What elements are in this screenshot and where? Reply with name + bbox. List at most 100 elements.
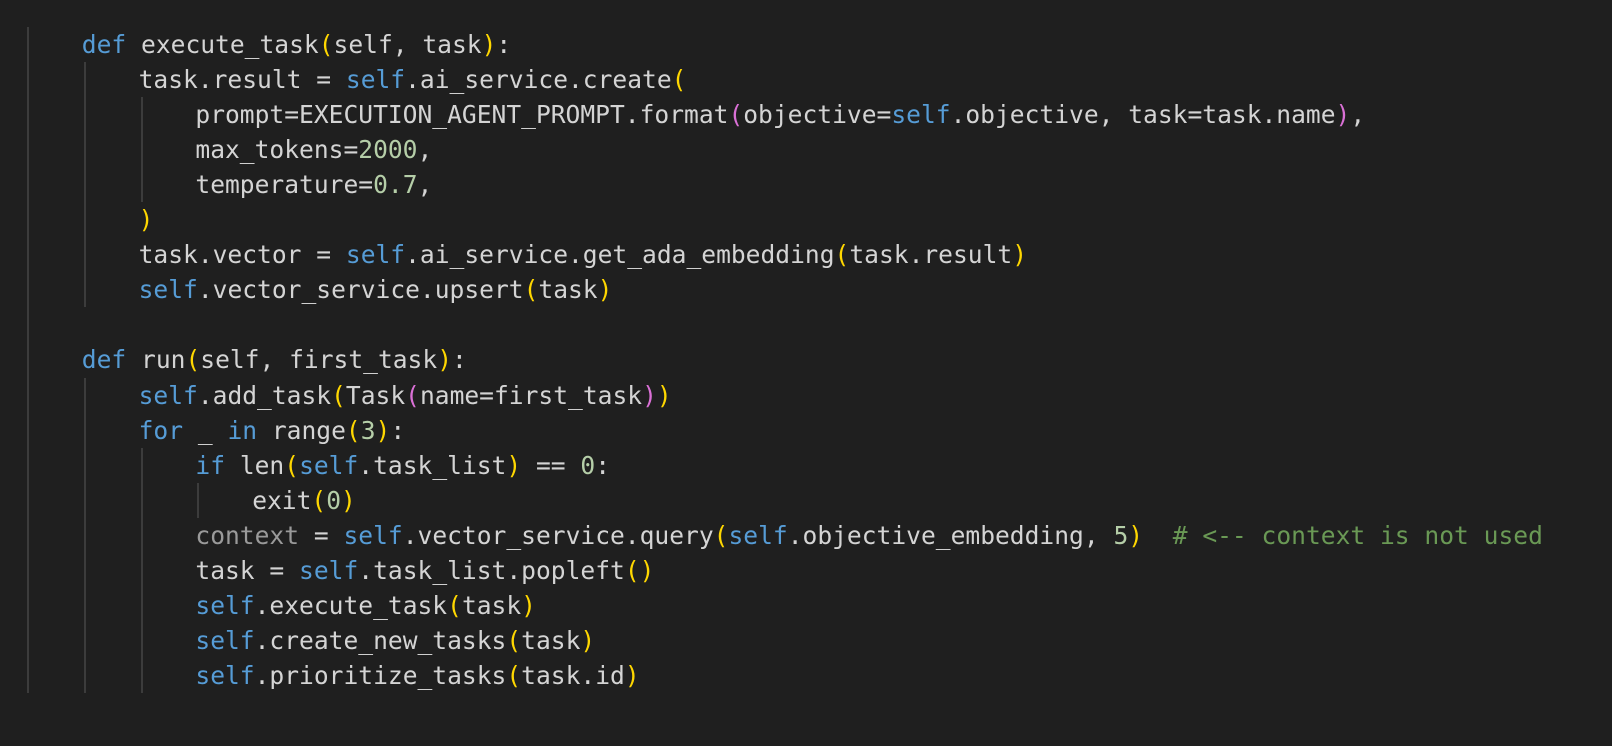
indent-guide xyxy=(140,97,143,203)
code-token: ) xyxy=(597,275,613,305)
code-token: task xyxy=(538,275,598,305)
code-token: ( xyxy=(345,415,361,445)
code-token: def xyxy=(81,345,127,375)
code-token: task.vector = xyxy=(138,240,346,270)
code-token: ) xyxy=(375,415,391,445)
code-token: ( xyxy=(311,485,327,515)
indent-guide xyxy=(27,27,29,693)
code-token: .ai_service.create xyxy=(405,65,672,95)
code-token: ) xyxy=(1335,100,1351,130)
code-token: temperature= xyxy=(195,170,374,200)
code-token: self, first_task xyxy=(200,345,438,375)
code-token: name=first_task xyxy=(419,380,643,410)
code-token: self xyxy=(343,520,403,550)
code-token: .ai_service.get_ada_embedding xyxy=(405,240,835,270)
code-token: ( xyxy=(405,380,420,410)
code-token: .task_list xyxy=(358,450,507,480)
indent-guide xyxy=(197,482,200,518)
code-token: prompt=EXECUTION_AGENT_PROMPT.format xyxy=(195,100,729,130)
code-token: .execute_task xyxy=(254,590,448,620)
code-token: self xyxy=(345,240,406,270)
code-token: 0.7 xyxy=(373,170,418,200)
code-token: ) xyxy=(341,485,356,515)
code-token: .objective_embedding, xyxy=(787,520,1114,550)
code-token: , xyxy=(417,170,433,200)
code-token: self xyxy=(299,555,359,585)
code-token: 0 xyxy=(326,485,342,515)
code-token: .objective, task=task.name xyxy=(950,100,1336,130)
code-token: self xyxy=(728,520,788,550)
code-token: ( xyxy=(318,30,334,59)
code-line-17[interactable]: self.execute_task(task) xyxy=(195,588,536,624)
code-line-4[interactable]: max_tokens=2000, xyxy=(195,132,432,168)
code-token: , xyxy=(1350,100,1366,130)
code-token: ) xyxy=(437,345,452,375)
code-token: _ xyxy=(183,415,228,445)
code-token: task.result = xyxy=(138,65,346,95)
code-line-15[interactable]: context = self.vector_service.query(self… xyxy=(195,518,1542,554)
code-token: ( xyxy=(834,240,850,270)
indent-guide xyxy=(83,377,86,693)
code-line-19[interactable]: self.prioritize_tasks(task.id) xyxy=(195,658,639,694)
code-token: .vector_service.upsert xyxy=(197,275,524,305)
code-token: task = xyxy=(195,555,300,585)
code-token: ) xyxy=(138,205,154,235)
code-line-3[interactable]: prompt=EXECUTION_AGENT_PROMPT.format(obj… xyxy=(195,97,1365,133)
code-token: 2000 xyxy=(358,135,418,165)
code-line-5[interactable]: temperature=0.7, xyxy=(195,167,432,203)
code-line-13[interactable]: if len(self.task_list) == 0: xyxy=(195,448,610,484)
code-token: ) xyxy=(1012,240,1028,270)
code-token: ( xyxy=(671,65,687,95)
code-token: self, task xyxy=(333,30,482,59)
code-line-16[interactable]: task = self.task_list.popleft() xyxy=(195,553,654,589)
code-token: Task xyxy=(345,380,406,410)
code-token: self xyxy=(195,625,255,655)
code-token: ) xyxy=(639,555,655,585)
code-token: ) xyxy=(506,450,522,480)
indent-guide xyxy=(83,62,86,308)
code-token: ( xyxy=(447,590,462,620)
code-token: : xyxy=(452,345,467,375)
code-token: self xyxy=(138,380,198,410)
code-token: 3 xyxy=(360,415,376,445)
code-line-7[interactable]: task.vector = self.ai_service.get_ada_em… xyxy=(139,237,1027,273)
code-token xyxy=(1143,521,1173,550)
code-token: ( xyxy=(728,100,744,130)
code-token: # <-- context is not used xyxy=(1172,520,1543,550)
code-line-8[interactable]: self.vector_service.upsert(task) xyxy=(139,272,613,308)
code-token: run xyxy=(126,345,186,375)
code-token: ( xyxy=(284,450,300,480)
code-line-1[interactable]: def execute_task(self, task): xyxy=(82,27,511,63)
code-token: == xyxy=(521,450,581,480)
code-token: 5 xyxy=(1113,520,1129,550)
code-line-18[interactable]: self.create_new_tasks(task) xyxy=(195,623,595,659)
code-line-14[interactable]: exit(0) xyxy=(252,483,356,519)
code-token: ) xyxy=(1128,520,1144,550)
code-token: range xyxy=(257,415,346,445)
code-token: objective= xyxy=(743,100,892,130)
code-line-11[interactable]: self.add_task(Task(name=first_task)) xyxy=(139,378,672,414)
code-token: ) xyxy=(580,625,596,655)
code-token: ) xyxy=(521,590,536,620)
code-token: ( xyxy=(624,555,640,585)
code-token: 0 xyxy=(580,450,596,480)
code-token: , xyxy=(417,135,433,165)
code-line-6[interactable]: ) xyxy=(139,202,154,238)
indent-guide xyxy=(140,447,143,693)
code-token: context xyxy=(195,520,300,550)
code-token: .vector_service.query xyxy=(402,520,714,550)
code-line-10[interactable]: def run(self, first_task): xyxy=(82,342,467,378)
code-token: exit xyxy=(252,485,312,515)
code-line-12[interactable]: for _ in range(3): xyxy=(139,413,406,449)
code-line-2[interactable]: task.result = self.ai_service.create( xyxy=(139,62,687,98)
code-token: .create_new_tasks xyxy=(254,625,507,655)
code-token: for xyxy=(138,415,184,445)
code-token: .task_list.popleft xyxy=(358,555,625,585)
code-token: : xyxy=(496,30,512,59)
code-token: max_tokens= xyxy=(195,135,359,165)
code-token: self xyxy=(138,275,198,305)
code-token: self xyxy=(299,450,359,480)
code-token: ( xyxy=(506,625,522,655)
code-token: ) xyxy=(656,380,672,410)
